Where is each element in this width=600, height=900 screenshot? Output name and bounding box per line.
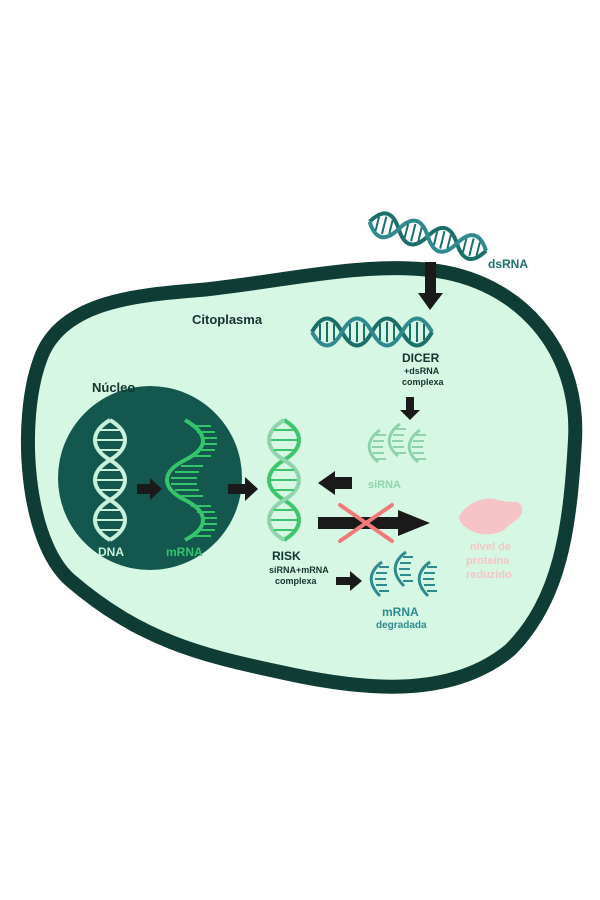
dicer-sub-label-1: +dsRNA	[404, 366, 440, 376]
dsrna-label: dsRNA	[488, 257, 528, 271]
protein-label-3: reduzido	[466, 569, 512, 581]
mrna-label: mRNA	[166, 545, 203, 559]
dicer-label: DICER	[402, 351, 440, 365]
dsrna-helix	[367, 210, 489, 262]
nucleus-label: Núcleo	[92, 380, 135, 395]
sirna-label: siRNA	[368, 479, 401, 491]
degraded-mrna-sub-label: degradada	[376, 620, 427, 631]
cytoplasm-label: Citoplasma	[192, 312, 263, 327]
degraded-mrna-label: mRNA	[382, 605, 419, 619]
dna-label: DNA	[98, 545, 124, 559]
risk-sub-label-2: complexa	[275, 576, 318, 586]
risk-label: RISK	[272, 549, 301, 563]
protein-label-1: nível de	[470, 541, 511, 553]
dicer-sub-label-2: complexa	[402, 377, 445, 387]
risk-sub-label-1: siRNA+mRNA	[269, 565, 329, 575]
protein-label-2: proteína	[466, 555, 510, 567]
